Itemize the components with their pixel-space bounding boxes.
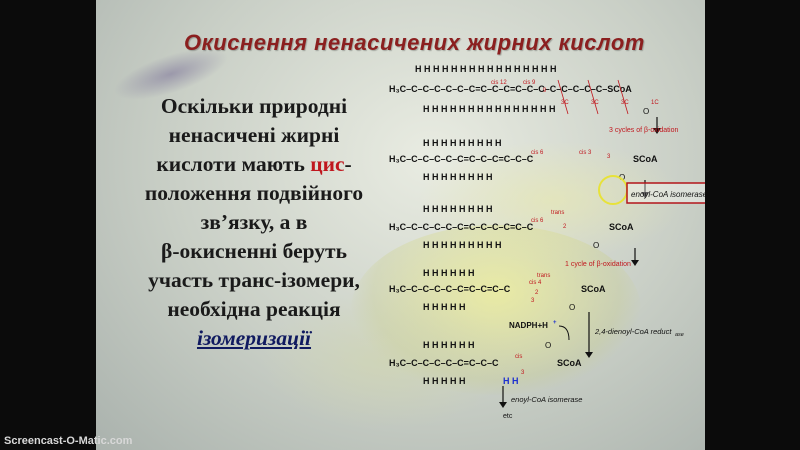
watermark: Screencast-O-Matic.com bbox=[4, 435, 133, 447]
molecule-linoleoyl-coa: H H H H H H H H H H H H H H H H H₃C–C–C–… bbox=[389, 64, 659, 116]
scoa-label: SCoA bbox=[581, 284, 606, 294]
carbonyl-oxygen: O bbox=[569, 303, 575, 312]
enzyme-label: enoyl-CoA isomerase bbox=[631, 190, 705, 199]
body-line: ненасичені жирні bbox=[168, 123, 340, 147]
hydrogen-row-bottom: H H H H H bbox=[423, 302, 466, 312]
bond-label: trans bbox=[537, 273, 550, 279]
bond-label: cis 6 bbox=[531, 150, 544, 156]
carbon-chain: H₃C–C–C–C–C–C–C=C–C–C=C–C–C–C–C–C–C–C–SC… bbox=[389, 84, 632, 94]
step-label: 1 cycle of β-oxidation bbox=[565, 261, 631, 268]
scoa-label: SCoA bbox=[557, 358, 582, 368]
bond-label: 2 bbox=[563, 224, 567, 230]
arrow-step-3: 1 cycle of β-oxidation bbox=[565, 248, 639, 268]
body-line: зв’язку, а в bbox=[200, 210, 308, 234]
slide-body-text: Оскільки природні ненасичені жирні кисло… bbox=[124, 92, 384, 353]
body-line: кислоти мають цис- bbox=[124, 150, 384, 179]
hydrogen-added: H H bbox=[503, 376, 519, 386]
isomerization-term: ізомеризації bbox=[196, 326, 312, 350]
enzyme-label-suffix: ase bbox=[675, 332, 684, 338]
background-decoration bbox=[261, 290, 511, 430]
enzyme-label: 2,4-dienoyl-CoA reduct bbox=[594, 327, 672, 336]
bond-label: cis 12 bbox=[491, 80, 507, 86]
hydrogen-row-bottom: H H H H H bbox=[423, 376, 466, 386]
cofactor-superscript: + bbox=[553, 320, 557, 326]
molecule-intermediate-3: H H H H H H H H H₃C–C–C–C–C–C=C–C–C–C=C–… bbox=[389, 204, 634, 250]
arrow-step-5: enoyl-CoA isomerase etc bbox=[499, 386, 582, 420]
bond-label: trans bbox=[551, 210, 564, 216]
hydrogen-row-top: H H H H H H bbox=[423, 268, 475, 278]
cofactor-label: NADPH+H bbox=[509, 321, 548, 330]
cis-highlight: цис bbox=[310, 152, 345, 176]
slide-title: Окиснення ненасичених жирних кислот bbox=[184, 30, 645, 55]
carbon-chain: H₃C–C–C–C–C–C=C–C–C–C=C–C bbox=[389, 222, 534, 232]
body-line: ізомеризації bbox=[124, 324, 384, 353]
bond-label: cis 4 bbox=[529, 280, 542, 286]
bond-label: 9 bbox=[543, 88, 547, 94]
hydrogen-row-top: H H H H H H bbox=[423, 340, 475, 350]
etc-label: etc bbox=[503, 413, 513, 420]
bond-label: 3 bbox=[531, 298, 535, 304]
hydrogen-row-bottom: H H H H H H H H H bbox=[423, 240, 502, 250]
body-line: Оскільки природні bbox=[160, 94, 348, 118]
molecule-intermediate-5: H H H H H H H₃C–C–C–C–C–C=C–C–C SCoA H H… bbox=[389, 340, 582, 386]
hydrogen-row-top: H H H H H H H H H H H H H H H H bbox=[415, 64, 557, 74]
bond-label: cis 3 bbox=[579, 150, 592, 156]
bond-label: cis 6 bbox=[531, 218, 544, 224]
hydrogen-row-top: H H H H H H H H bbox=[423, 204, 493, 214]
bond-label: 1C bbox=[651, 100, 659, 106]
slide: Окиснення ненасичених жирних кислот Оскі… bbox=[96, 0, 705, 450]
bond-label: 3 bbox=[521, 370, 525, 376]
body-line: β-окисненні беруть bbox=[161, 239, 347, 263]
hydrogen-row-bottom: H H H H H H H H H H H H H H H bbox=[423, 104, 556, 114]
body-text-fragment: - bbox=[344, 152, 352, 176]
bond-label: 3 bbox=[607, 154, 611, 160]
carbon-chain: H₃C–C–C–C–C–C=C–C–C=C–C–C bbox=[389, 154, 534, 164]
body-line: необхідна реакція bbox=[167, 297, 341, 321]
arrow-step-1: 3 cycles of β-oxidation bbox=[609, 117, 678, 134]
hydrogen-row-top: H H H H H H H H H bbox=[423, 138, 502, 148]
carbon-chain: H₃C–C–C–C–C–C=C–C=C–C bbox=[389, 284, 511, 294]
enzyme-label: enoyl-CoA isomerase bbox=[511, 395, 582, 404]
step-label: 3 cycles of β-oxidation bbox=[609, 127, 678, 134]
hydrogen-row-bottom: H H H H H H H H bbox=[423, 172, 493, 182]
body-line: положення подвійного bbox=[144, 181, 364, 205]
carbon-chain: H₃C–C–C–C–C–C=C–C–C bbox=[389, 358, 499, 368]
scoa-label: SCoA bbox=[609, 222, 634, 232]
carbonyl-oxygen: O bbox=[545, 341, 551, 350]
oxidation-diagram: H H H H H H H H H H H H H H H H H₃C–C–C–… bbox=[389, 64, 705, 420]
molecule-intermediate-4: H H H H H H H₃C–C–C–C–C–C=C–C=C–C SCoA H… bbox=[389, 268, 606, 312]
arrow-step-2: enoyl-CoA isomerase bbox=[598, 175, 705, 205]
arrow-step-4: NADPH+H + 2,4-dienoyl-CoA reduct ase bbox=[509, 312, 684, 358]
bond-label: 2 bbox=[535, 290, 539, 296]
scoa-label: SCoA bbox=[633, 154, 658, 164]
body-line: участь транс-ізомери, bbox=[148, 268, 360, 292]
molecule-intermediate-2: H H H H H H H H H H₃C–C–C–C–C–C=C–C–C=C–… bbox=[389, 138, 658, 182]
body-text-fragment: кислоти мають bbox=[156, 152, 311, 176]
carbonyl-oxygen: O bbox=[643, 107, 649, 116]
bond-label: cis 9 bbox=[523, 80, 536, 86]
bond-label: cis bbox=[515, 354, 522, 360]
carbonyl-oxygen: O bbox=[593, 241, 599, 250]
carbonyl-oxygen: O bbox=[619, 173, 625, 182]
